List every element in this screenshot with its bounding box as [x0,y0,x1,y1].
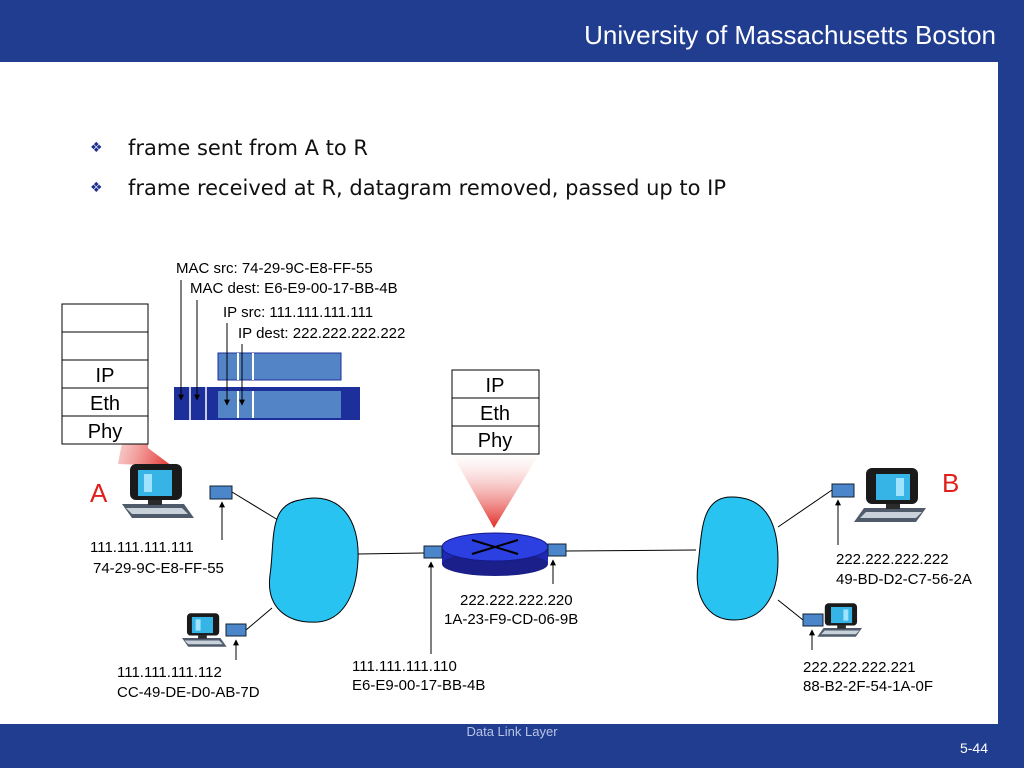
network-diagram: IP Eth Phy IP Eth Phy MAC src: 74-29-9C-… [61,260,972,701]
stack-r-layer: IP [486,375,505,397]
host-a-ip: 111.111.111.111 [90,539,194,556]
host-a2-adapter [225,623,247,637]
router-right-ip: 222.222.222.220 [460,592,573,609]
subnet-left-cloud [268,497,359,623]
mac-dest-label: MAC dest: E6-E9-00-17-BB-4B [190,280,398,297]
router-left-mac: E6-E9-00-17-BB-4B [352,677,485,694]
stack-a-layer: IP [96,365,115,387]
router-right-mac: 1A-23-F9-CD-06-9B [444,611,578,628]
router-icon [423,532,567,576]
mac-src-label: MAC src: 74-29-9C-E8-FF-55 [176,260,373,277]
subnet-right-cloud [696,496,779,621]
host-b-adapter [831,483,855,498]
host-b-computer-icon [854,468,926,522]
host-a-computer-icon [122,464,194,518]
host-b-mac: 49-BD-D2-C7-56-2A [836,571,972,588]
bullet-item: ❖ frame sent from A to R [90,128,726,168]
header-title: University of Massachusetts Boston [584,20,996,50]
bullet-text: frame received at R, datagram removed, p… [128,176,727,200]
footer-label: Data Link Layer [466,724,558,739]
bullet-diamond-icon: ❖ [90,140,103,156]
frame-block [174,387,360,420]
ip-src-label: IP src: 111.111.111.111 [223,304,373,321]
host-a2-mac: CC-49-DE-D0-AB-7D [117,684,260,701]
host-b2-mac: 88-B2-2F-54-1A-0F [803,678,933,695]
bullet-text: frame sent from A to R [128,136,368,160]
stack-r-layer: Eth [480,403,510,425]
ip-dest-label: IP dest: 222.222.222.222 [238,325,405,342]
stack-a-layer: Phy [88,421,122,443]
host-b-ip: 222.222.222.222 [836,551,949,568]
host-a-mac: 74-29-9C-E8-FF-55 [93,560,224,577]
header-bar: University of Massachusetts Boston [0,0,1024,62]
bullet-item: ❖ frame received at R, datagram removed,… [90,168,726,208]
host-b2-computer-icon [817,603,862,637]
stack-r-layer: Phy [478,430,512,452]
stack-r-beam [452,454,539,528]
host-b2-adapter [802,613,824,627]
host-a2-ip: 111.111.111.112 [117,664,222,681]
host-b2-ip: 222.222.222.221 [803,659,916,676]
protocol-stack-a: IP Eth Phy [61,303,149,445]
bullet-list: ❖ frame sent from A to R ❖ frame receive… [90,128,726,208]
host-a-adapter [209,485,233,500]
stack-a-layer: Eth [90,393,120,415]
host-a-label: A [90,478,108,508]
page-number: 5-44 [959,740,988,756]
protocol-stack-router: IP Eth Phy [451,369,540,455]
datagram-block [217,352,342,381]
bullet-diamond-icon: ❖ [90,180,103,196]
host-a2-computer-icon [182,613,227,647]
host-b-label: B [942,468,959,498]
router-left-ip: 111.111.111.110 [352,658,457,675]
